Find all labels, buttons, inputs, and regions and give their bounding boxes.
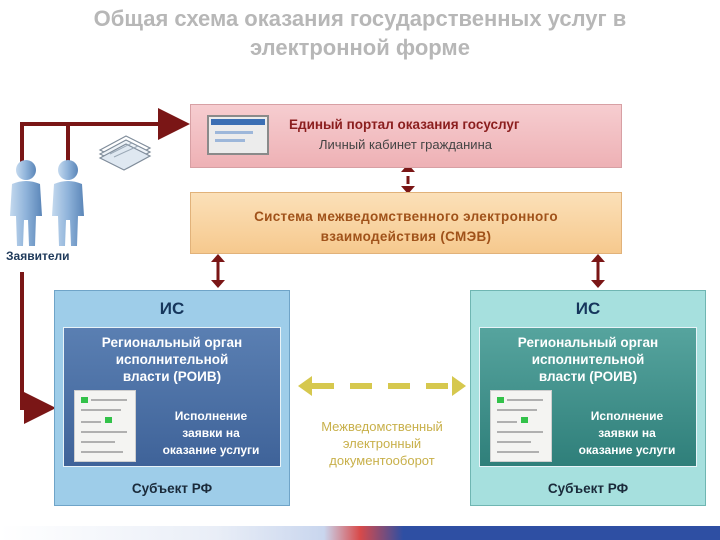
roiv-box: Региональный орган исполнительной власти… bbox=[63, 327, 281, 467]
execution-text: Исполнение заявки на оказание услуги bbox=[564, 408, 690, 459]
is-label: ИС bbox=[575, 299, 601, 318]
roiv-line-3: власти (РОИВ) bbox=[538, 369, 638, 384]
exec-line-3: оказание услуги bbox=[578, 443, 676, 457]
subject-label: Субъект РФ bbox=[131, 481, 213, 496]
roiv-line-3: власти (РОИВ) bbox=[122, 369, 222, 384]
applicant-person-icon bbox=[52, 160, 84, 246]
document-icon bbox=[74, 390, 136, 462]
portal-title: Единый портал оказания госуслуг bbox=[289, 117, 520, 132]
exec-line-1: Исполнение bbox=[590, 409, 664, 423]
documents-icon bbox=[98, 135, 152, 171]
monitor-icon bbox=[207, 115, 269, 155]
roiv-line-1: Региональный орган bbox=[517, 335, 659, 350]
exec-line-2: заявки на bbox=[598, 426, 656, 440]
exec-line-1: Исполнение bbox=[174, 409, 248, 423]
roiv-title: Региональный орган исполнительной власти… bbox=[486, 334, 690, 385]
execution-text: Исполнение заявки на оказание услуги bbox=[148, 408, 274, 459]
title-line-1: Общая схема оказания государственных усл… bbox=[93, 6, 627, 31]
is-label: ИС bbox=[159, 299, 185, 318]
smev-line-2: взаимодействия (СМЭВ) bbox=[320, 229, 492, 244]
right-is-box: ИС Региональный орган исполнительной вла… bbox=[470, 290, 706, 506]
interagency-label: Межведомственный электронный документооб… bbox=[298, 418, 466, 469]
subject-label: Субъект РФ bbox=[547, 481, 629, 496]
roiv-line-2: исполнительной bbox=[531, 352, 645, 367]
smev-line-1: Система межведомственного электронного bbox=[254, 209, 558, 224]
interagency-line-2: электронный bbox=[342, 436, 422, 451]
roiv-title: Региональный орган исполнительной власти… bbox=[70, 334, 274, 385]
portal-smev-arrow bbox=[401, 164, 415, 194]
exec-line-2: заявки на bbox=[182, 426, 240, 440]
interagency-dashed-arrow bbox=[298, 376, 466, 396]
applicant-person-icon bbox=[10, 160, 42, 246]
applicants-label: Заявители bbox=[6, 249, 70, 263]
title-line-2: электронной форме bbox=[250, 35, 470, 60]
roiv-box: Региональный орган исполнительной власти… bbox=[479, 327, 697, 467]
left-is-box: ИС Региональный орган исполнительной вла… bbox=[54, 290, 290, 506]
portal-subtitle: Личный кабинет гражданина bbox=[319, 137, 492, 152]
applicants-to-left-is-arrow bbox=[20, 272, 56, 424]
decorative-bottom-bar bbox=[0, 526, 720, 540]
exec-line-3: оказание услуги bbox=[162, 443, 260, 457]
gov-portal-box: Единый портал оказания госуслуг Личный к… bbox=[190, 104, 622, 168]
applicants-to-portal-arrow bbox=[20, 108, 190, 162]
smev-left-is-arrow bbox=[211, 254, 225, 288]
interagency-line-3: документооборот bbox=[329, 453, 435, 468]
roiv-line-2: исполнительной bbox=[115, 352, 229, 367]
smev-box: Система межведомственного электронного в… bbox=[190, 192, 622, 254]
document-icon bbox=[490, 390, 552, 462]
interagency-line-1: Межведомственный bbox=[321, 419, 443, 434]
roiv-line-1: Региональный орган bbox=[101, 335, 243, 350]
smev-right-is-arrow bbox=[591, 254, 605, 288]
page-title: Общая схема оказания государственных усл… bbox=[20, 4, 700, 62]
